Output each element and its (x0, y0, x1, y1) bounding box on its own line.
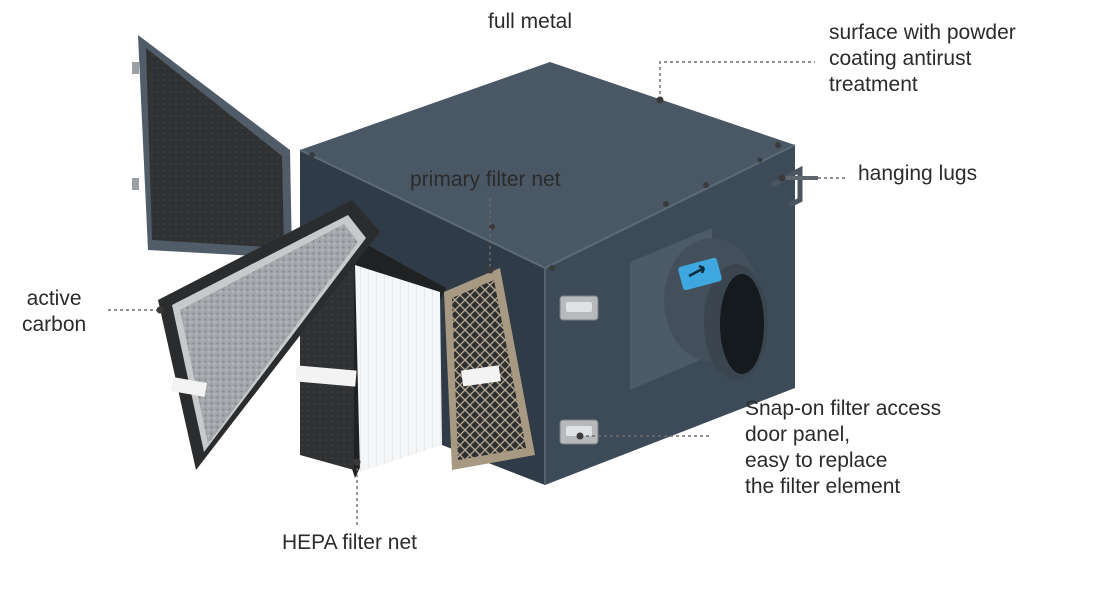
label-snap-on-line-3: easy to replace (745, 449, 888, 472)
label-carbon-line-1: active (26, 287, 82, 310)
label-hanging-lugs: hanging lugs (858, 161, 977, 187)
airflow-tag (678, 257, 722, 291)
active-carbon-filter (158, 200, 380, 470)
label-hepa-text: HEPA filter net (282, 531, 418, 554)
label-hanging-lugs-text: hanging lugs (858, 162, 978, 185)
label-full-metal: full metal (488, 9, 572, 35)
primary-filter-net (444, 268, 535, 470)
label-full-metal-text: full metal (488, 10, 573, 33)
label-carbon-line-2: carbon (22, 313, 87, 336)
snap-latch-bottom (559, 419, 599, 445)
label-surface-line-2: coating antirust (829, 47, 972, 70)
label-surface-line-3: treatment (829, 73, 918, 96)
housing-top (300, 62, 795, 268)
snap-latch-top (559, 295, 599, 321)
label-snap-on-line-2: door panel, (745, 423, 851, 446)
hepa-filter-net (292, 240, 446, 478)
label-primary-filter-text: primary filter net (410, 168, 561, 191)
arrow-icon (688, 264, 706, 278)
label-active-carbon: active carbon (22, 286, 86, 338)
leader-lines (108, 61, 845, 528)
duct-outlet (630, 228, 768, 390)
leader-surface (659, 61, 815, 100)
label-surface-coating: surface with powder coating antirust tre… (829, 20, 1016, 98)
label-hepa: HEPA filter net (282, 530, 417, 556)
label-surface-line-1: surface with powder (829, 21, 1016, 44)
access-door-panel (132, 35, 292, 258)
label-snap-on-line-1: Snap-on filter access (745, 397, 942, 420)
label-snap-on-line-4: the filter element (745, 475, 901, 498)
label-snap-on: Snap-on filter access door panel, easy t… (745, 396, 941, 500)
label-primary-filter: primary filter net (410, 167, 561, 193)
